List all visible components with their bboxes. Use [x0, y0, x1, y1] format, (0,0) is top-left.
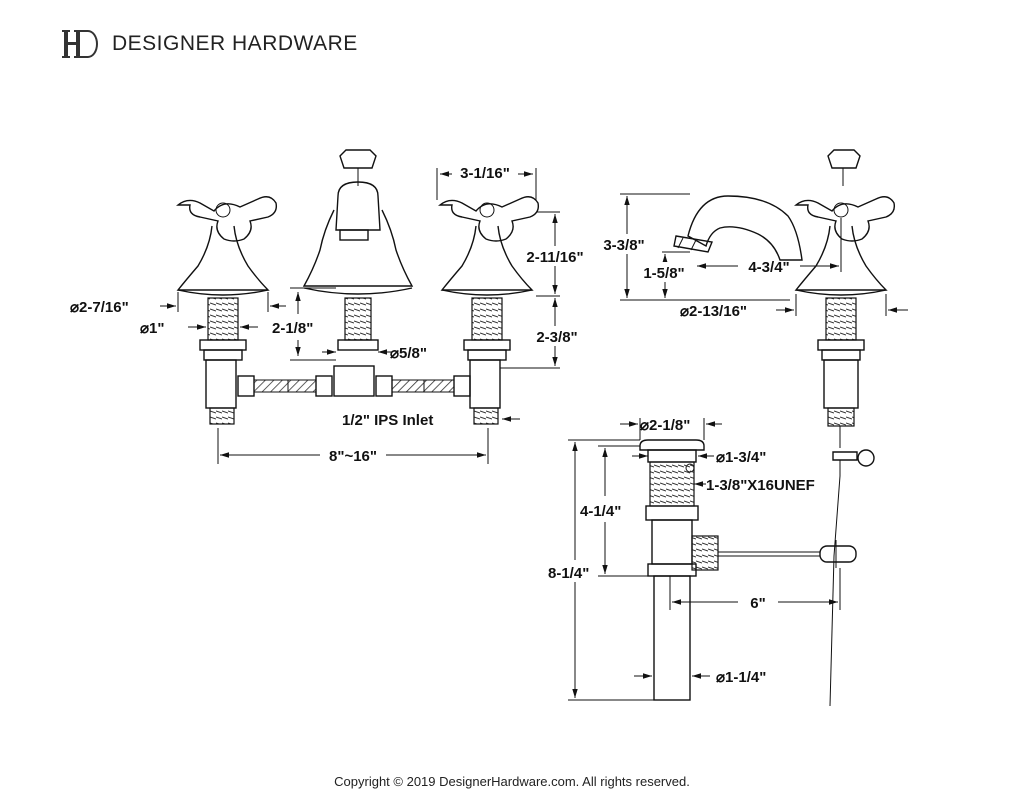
- dim-spout-outlet-height-label: 1-5/8": [643, 265, 684, 282]
- dim-inlet-label: 1/2" IPS Inlet: [342, 412, 433, 429]
- dim-spout-base-height: 2-1/8": [272, 287, 336, 361]
- pop-up-drain: [639, 439, 857, 701]
- dim-drain-upper-length-label: 4-1/4": [580, 503, 621, 520]
- dim-shank-length: 2-3/8": [500, 298, 586, 369]
- dim-drain-body-diameter: ⌀1-3/4": [632, 449, 766, 466]
- dim-drain-body-diameter-label: ⌀1-3/4": [716, 449, 766, 466]
- dim-handle-height-label: 2-11/16": [526, 249, 583, 266]
- dim-spout-reach: 4-3/4": [697, 218, 842, 276]
- left-cross-handle: [176, 196, 278, 296]
- dim-spout-base-diameter-label: ⌀2-13/16": [680, 303, 747, 320]
- dim-flange-diameter-label: ⌀2-7/16": [70, 299, 129, 316]
- dim-spread-label: 8"~16": [329, 448, 377, 465]
- dim-spout-base-diameter: ⌀2-13/16": [680, 294, 908, 320]
- dim-pivot-rod-length-label: 6": [750, 595, 765, 612]
- left-shank: [199, 297, 247, 425]
- center-spout: [302, 149, 414, 397]
- dim-shank-diameter: ⌀1": [140, 320, 258, 337]
- dim-handle-width-label: 3-1/16": [460, 165, 510, 182]
- dim-spout-base-height-label: 2-1/8": [272, 320, 313, 337]
- dim-drain-total-length: 8-1/4": [548, 439, 654, 701]
- supply-hoses: [237, 375, 471, 397]
- dim-drain-upper-length: 4-1/4": [580, 445, 648, 577]
- copyright-notice: Copyright © 2019 DesignerHardware.com. A…: [334, 774, 690, 789]
- brand-logo-icon: [62, 30, 98, 58]
- dim-spout-height-label: 3-3/8": [603, 237, 644, 254]
- dim-drain-total-length-label: 8-1/4": [548, 565, 589, 582]
- dim-shank-length-label: 2-3/8": [536, 329, 577, 346]
- dim-pivot-rod-length: 6": [669, 568, 841, 612]
- dim-tailpiece-diameter-label: ⌀1-1/4": [716, 669, 766, 686]
- dim-spread: 8"~16": [217, 428, 489, 465]
- dim-inlet: 1/2" IPS Inlet: [342, 412, 520, 429]
- header: DESIGNER HARDWARE: [62, 24, 358, 64]
- dim-drain-thread: 1-3/8"X16UNEF: [694, 477, 815, 494]
- right-shank: [463, 297, 511, 425]
- dim-flange-diameter: ⌀2-7/16": [70, 292, 286, 316]
- dim-shank-diameter-label: ⌀1": [140, 320, 165, 337]
- right-cross-handle: [438, 196, 540, 296]
- dim-tailpiece-diameter: ⌀1-1/4": [634, 669, 766, 686]
- side-view-faucet: [673, 149, 896, 707]
- dim-spout-reach-label: 4-3/4": [748, 259, 789, 276]
- dim-tee-diameter-label: ⌀5/8": [390, 345, 427, 362]
- dim-drain-flange-diameter: ⌀2-1/8": [620, 417, 722, 440]
- dim-drain-flange-diameter-label: ⌀2-1/8": [640, 417, 690, 434]
- brand-name: DESIGNER HARDWARE: [112, 32, 358, 55]
- dim-spout-outlet-height: 1-5/8": [636, 251, 690, 298]
- dim-drain-thread-label: 1-3/8"X16UNEF: [706, 477, 815, 494]
- dim-handle-height: 2-11/16": [520, 211, 592, 297]
- dim-spout-height: 3-3/8": [596, 193, 790, 301]
- dim-handle-width: 3-1/16": [436, 162, 537, 200]
- dim-tee-diameter: ⌀5/8": [322, 345, 427, 362]
